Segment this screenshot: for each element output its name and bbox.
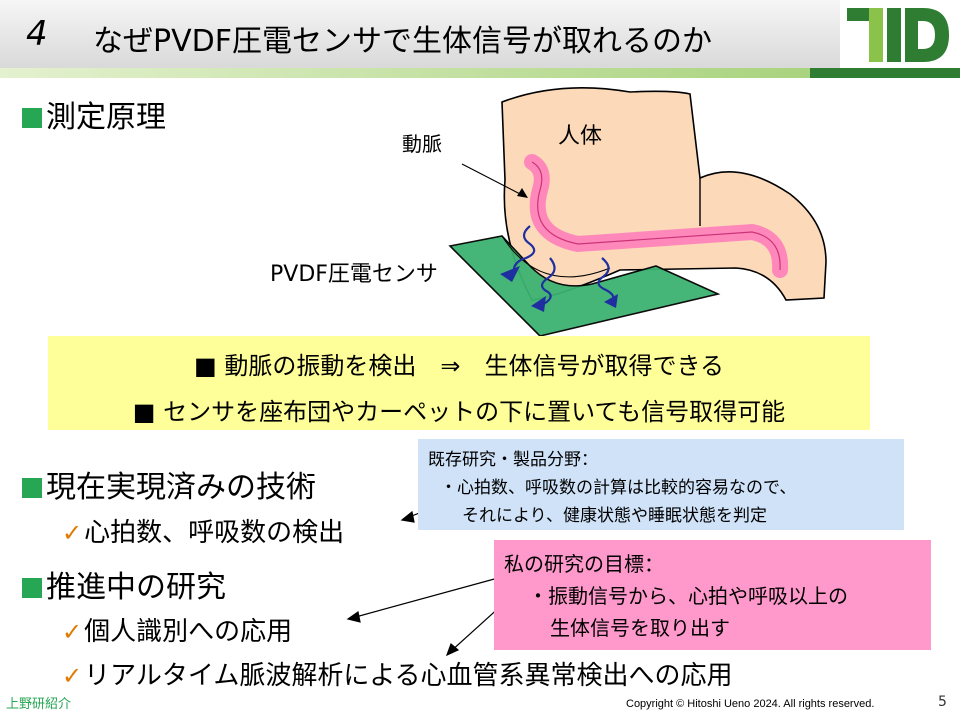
bullet-square-icon	[22, 108, 42, 128]
summary-line-2: ■ センサを座布団やカーペットの下に置いても信号取得可能	[132, 398, 786, 426]
bullet-square-icon	[22, 578, 42, 598]
page-title: なぜPVDF圧電センサで生体信号が取れるのか	[93, 24, 712, 59]
tid-logo	[847, 8, 949, 62]
footer-lab-label: 上野研紹介	[6, 697, 72, 712]
vibration-arrowheads	[500, 266, 618, 312]
bullet-square-icon	[22, 478, 42, 498]
list-item-heart-respiration: ✓心拍数、呼吸数の検出	[62, 518, 345, 548]
checkmark-icon: ✓	[62, 519, 83, 547]
section-heading-current-tech: 現在実現済みの技術	[22, 462, 316, 506]
note-title: 私の研究の目標：	[504, 552, 664, 576]
note-line: それにより、健康状態や睡眠状態を判定	[462, 506, 767, 526]
label-human-body: 人体	[558, 124, 603, 149]
checkmark-icon: ✓	[62, 662, 83, 690]
principle-summary-box: ■ 動脈の振動を検出 ⇒ 生体信号が取得できる ■ センサを座布団やカーペットの…	[48, 336, 870, 430]
research-goal-note: 私の研究の目標： ・振動信号から、心拍や呼吸以上の 生体信号を取り出す	[494, 540, 931, 650]
note-line: ・心拍数、呼吸数の計算は比較的容易なので、	[440, 478, 797, 498]
list-item-cardiovascular-detection: ✓リアルタイム脈波解析による心血管系異常検出への応用	[62, 661, 733, 691]
section-heading-ongoing-research: 推進中の研究	[22, 562, 226, 606]
note-title: 既存研究・製品分野：	[428, 450, 598, 470]
summary-line-1: ■ 動脈の振動を検出 ⇒ 生体信号が取得できる	[194, 352, 724, 380]
note-line: 生体信号を取り出す	[550, 616, 730, 640]
label-artery: 動脈	[402, 132, 442, 156]
section-heading-measurement-principle: 測定原理	[22, 92, 166, 136]
slide-section-number: 4	[26, 14, 48, 54]
label-pvdf-sensor: PVDF圧電センサ	[270, 262, 438, 287]
page-number: 5	[938, 694, 947, 710]
header-band	[0, 0, 840, 68]
checkmark-icon: ✓	[62, 618, 83, 646]
existing-research-note: 既存研究・製品分野： ・心拍数、呼吸数の計算は比較的容易なので、 それにより、健…	[418, 439, 904, 530]
footer-copyright: Copyright © Hitoshi Ueno 2024. All right…	[626, 698, 875, 710]
note-line: ・振動信号から、心拍や呼吸以上の	[528, 584, 848, 608]
list-item-personal-identification: ✓個人識別への応用	[62, 617, 293, 647]
header-accent-line-dark	[810, 68, 960, 78]
header-accent-line	[0, 68, 810, 78]
